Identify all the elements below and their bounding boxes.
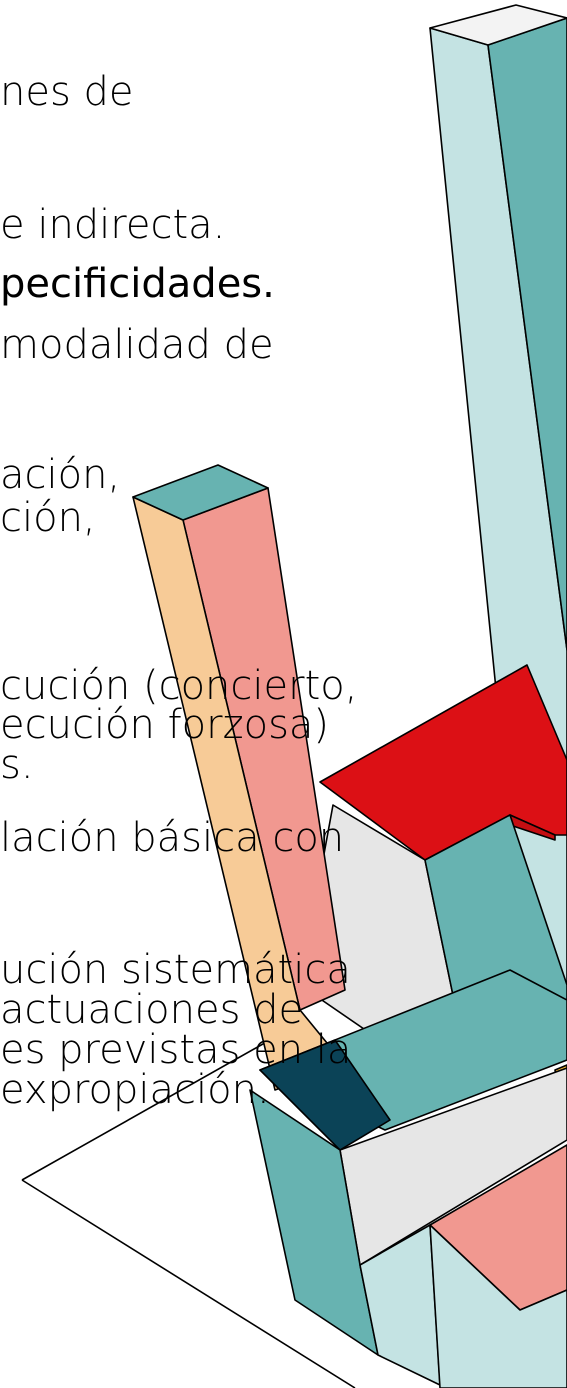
text-line: ción, xyxy=(0,495,96,541)
dark-teal-cap xyxy=(259,1039,391,1151)
text-line-bold: pecificidades. xyxy=(0,261,275,307)
text-line: ución sistemática xyxy=(0,947,351,993)
text-line: es previstas en la xyxy=(0,1027,352,1073)
light-teal-bottom xyxy=(429,1224,567,1388)
text-line: expropiación. xyxy=(0,1067,270,1113)
text-line: actuaciones de xyxy=(0,987,304,1033)
text-line: ecución forzosa) xyxy=(0,702,330,748)
text-line: cución (concierto, xyxy=(0,663,358,709)
teal-mid-block-front xyxy=(424,814,567,1006)
tall-tower-top-face xyxy=(429,4,567,46)
text-line: lación básica con xyxy=(0,815,345,861)
text-line: e indirecta. xyxy=(0,202,226,248)
ground-outline xyxy=(21,1039,271,1181)
pillar-top xyxy=(132,464,269,521)
text-line: s. xyxy=(0,742,34,788)
text-line: modalidad de xyxy=(0,322,274,368)
text-line: nes de xyxy=(0,69,134,115)
text-line: ación, xyxy=(0,452,121,498)
ground-outline-bottom xyxy=(21,1179,356,1388)
